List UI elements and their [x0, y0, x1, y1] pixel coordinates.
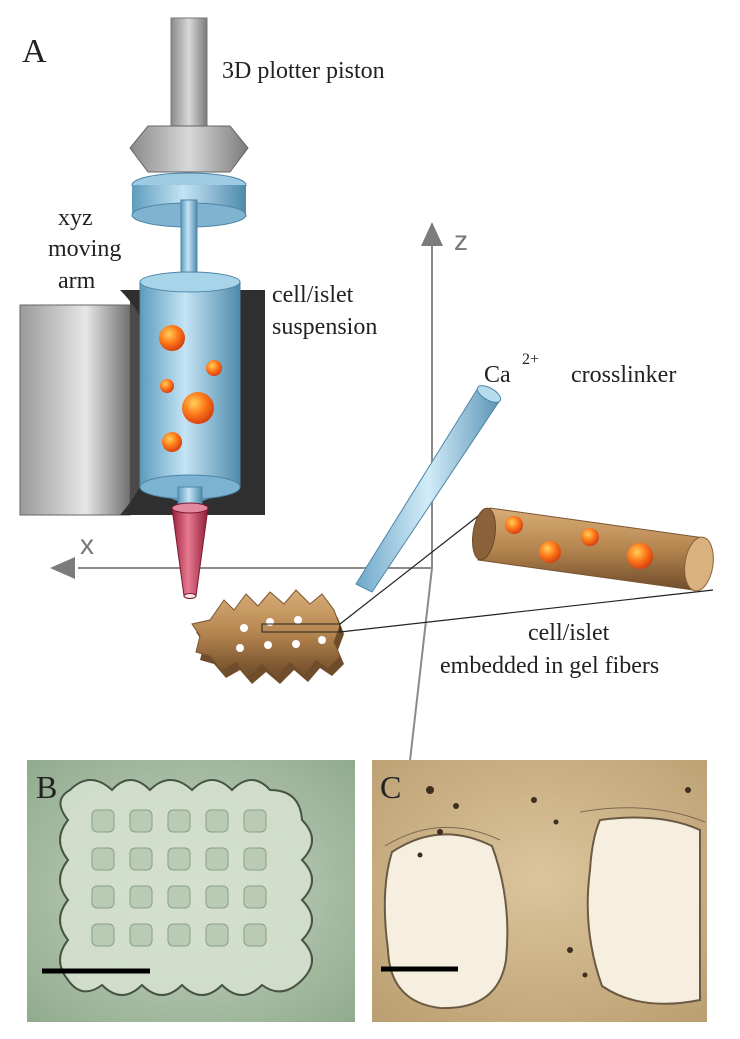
label-piston: 3D plotter piston	[222, 58, 385, 84]
islet	[162, 432, 182, 452]
islet	[581, 528, 599, 546]
gel-fiber	[472, 507, 714, 592]
panel-b: B	[27, 760, 355, 1022]
label-crosslinker: crosslinker	[571, 362, 676, 388]
label-crosslinker-ion: Ca	[484, 362, 511, 388]
label-crosslinker-charge: 2+	[522, 351, 539, 368]
label-embedded-line1: cell/islet	[528, 620, 610, 646]
syringe-cylinder	[139, 271, 241, 512]
x-axis-label: x	[80, 529, 94, 560]
gel-construct	[191, 589, 344, 684]
islet	[160, 379, 174, 393]
zoom-line-top	[339, 512, 483, 625]
z-axis-label: z	[454, 225, 468, 256]
islet	[539, 541, 561, 563]
nozzle	[171, 502, 209, 599]
panel-a: A z x y	[19, 17, 714, 998]
panel-c-letter: C	[380, 769, 401, 805]
islet	[206, 360, 222, 376]
panel-c-pore-left	[383, 833, 509, 1010]
panel-c: C	[372, 760, 707, 1022]
x-axis-arrow	[50, 557, 75, 579]
label-arm-line3: arm	[58, 268, 96, 294]
z-axis-arrow	[421, 222, 443, 246]
label-suspension-line2: suspension	[272, 314, 377, 340]
label-arm-line1: xyz	[58, 205, 93, 231]
islet	[505, 516, 523, 534]
label-suspension-line1: cell/islet	[272, 282, 354, 308]
panel-b-pores	[91, 809, 267, 947]
islet	[627, 543, 653, 569]
plotter-piston	[129, 17, 249, 281]
panel-a-letter: A	[22, 33, 47, 70]
label-arm-line2: moving	[48, 236, 121, 262]
panel-c-pore-right	[586, 816, 701, 1005]
panel-b-letter: B	[36, 769, 57, 805]
islet	[182, 392, 214, 424]
zoom-line-bottom	[339, 589, 714, 633]
crosslinker-tip	[355, 385, 502, 593]
panel-c-debris	[417, 786, 691, 978]
islet	[159, 325, 185, 351]
label-embedded-line2: embedded in gel fibers	[440, 653, 659, 679]
